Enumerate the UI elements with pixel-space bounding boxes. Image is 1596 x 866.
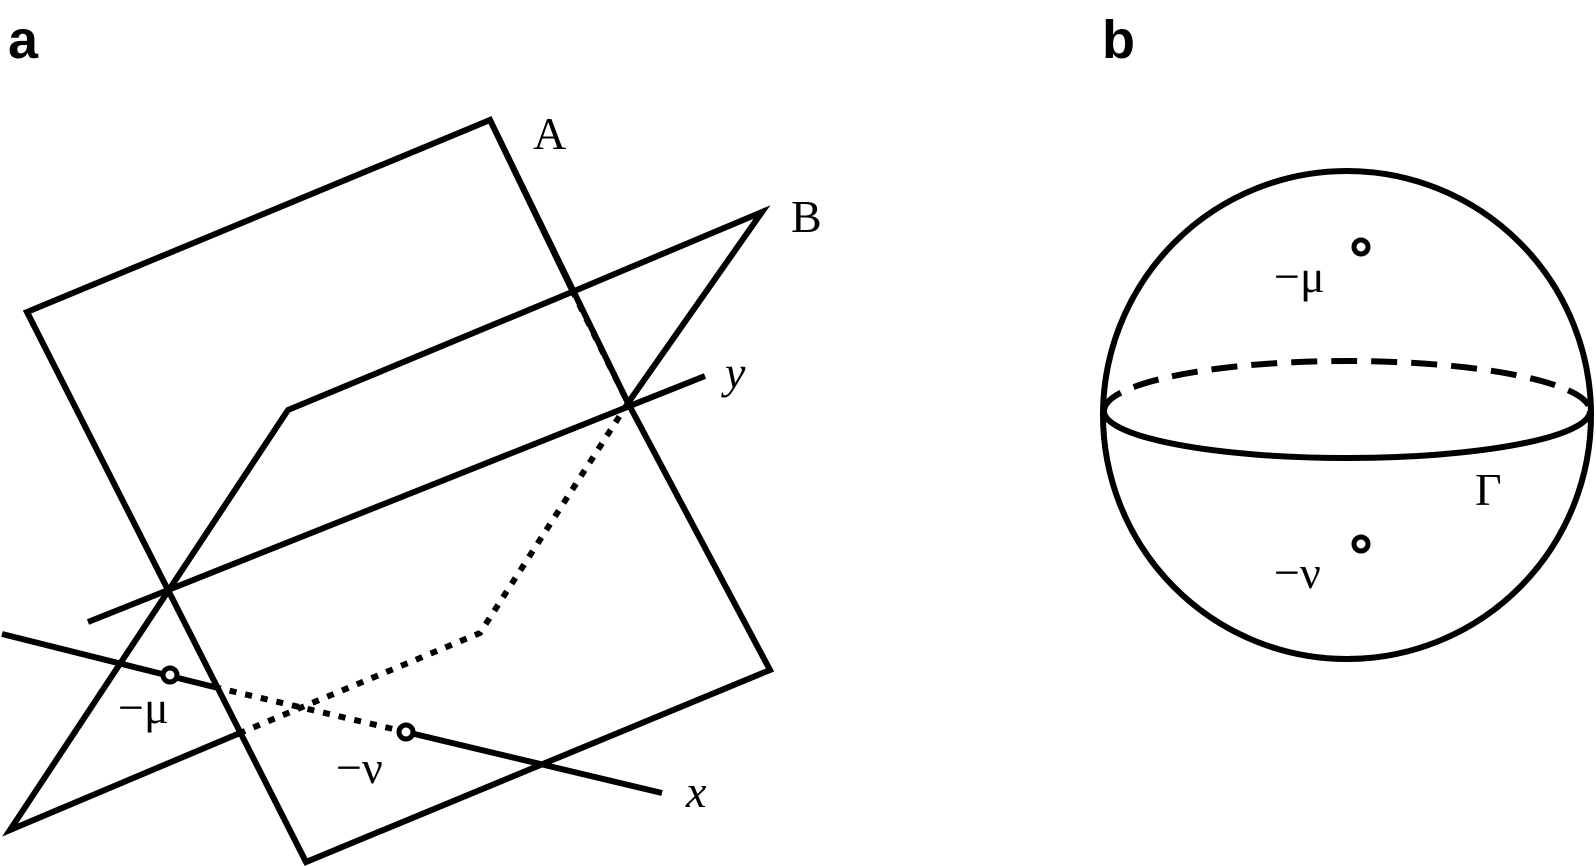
point-nu bbox=[396, 722, 416, 742]
mu-label: −μ bbox=[118, 682, 169, 733]
plane-a-outline bbox=[22, 116, 775, 866]
plane-a-label: A bbox=[533, 108, 566, 159]
panel-b-letter: b bbox=[1102, 10, 1135, 70]
gamma-label: Γ bbox=[1475, 464, 1502, 515]
point-mu bbox=[160, 665, 180, 685]
sphere-outline bbox=[1100, 168, 1594, 662]
sphere-nu-label: −ν bbox=[1274, 547, 1321, 598]
plane-a-hidden-edge bbox=[569, 288, 631, 405]
sphere-mu-label: −μ bbox=[1274, 251, 1325, 302]
x-axis-hidden-segment bbox=[213, 684, 407, 735]
plane-b-outline bbox=[570, 205, 771, 405]
y-axis-line bbox=[86, 373, 707, 625]
x-axis-line-right bbox=[405, 729, 663, 796]
panel-a: a A B y x −μ −ν bbox=[1, 10, 822, 866]
sphere-point-nu bbox=[1351, 534, 1371, 554]
panel-a-letter: a bbox=[8, 10, 39, 70]
x-axis-label: x bbox=[685, 766, 707, 817]
plane-b-hidden-edge bbox=[238, 401, 631, 736]
equator-back bbox=[1101, 358, 1593, 412]
y-axis-label: y bbox=[721, 347, 746, 398]
equator-front bbox=[1101, 410, 1593, 461]
panel-b: b −μ −ν Γ bbox=[1100, 10, 1594, 662]
sphere-point-mu bbox=[1351, 237, 1371, 257]
nu-label: −ν bbox=[336, 742, 383, 793]
plane-b-outline-left bbox=[2, 289, 574, 837]
plane-b-label: B bbox=[791, 191, 822, 242]
